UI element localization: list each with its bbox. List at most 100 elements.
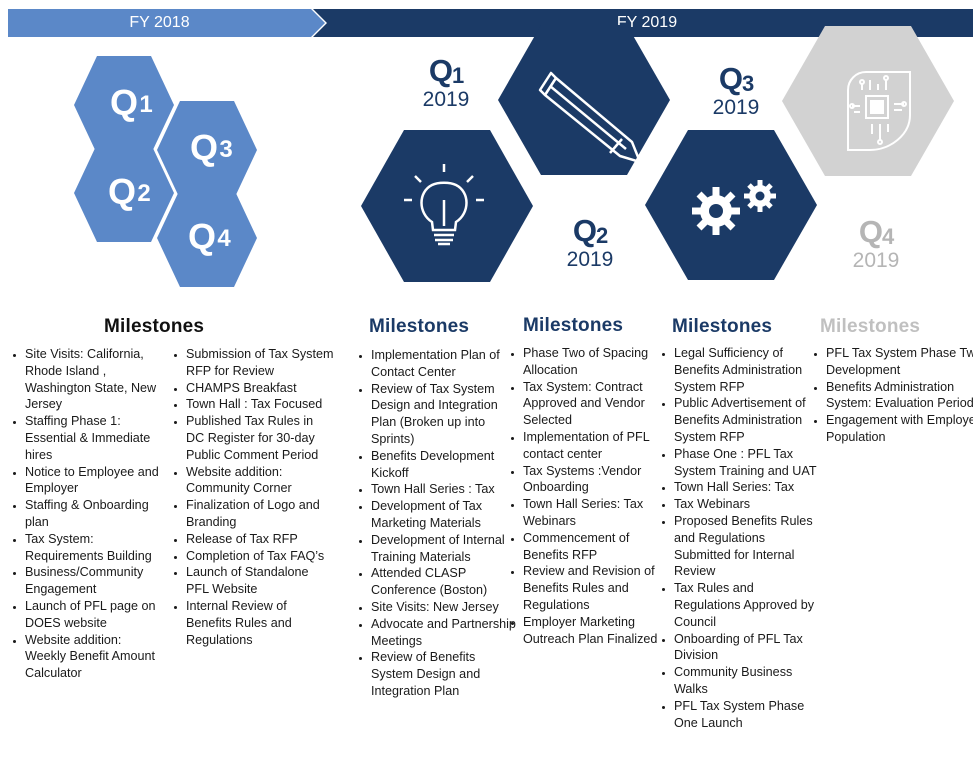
milestone-item: Phase Two of Spacing Allocation [523,345,667,379]
milestone-item: Phase One : PFL Tax System Training and … [674,446,822,480]
milestone-item: Employer Marketing Outreach Plan Finaliz… [523,614,667,648]
milestone-item: Proposed Benefits Rules and Regulations … [674,513,822,580]
hex-q2-num: 2 [137,180,150,207]
milestone-item: Implementation of PFL contact center [523,429,667,463]
milestone-item: Benefits Administration System: Evaluati… [826,379,973,413]
milestone-item: Review of Benefits System Design and Int… [371,649,517,699]
q1-num: 1 [451,63,464,88]
q4-letter: Q [858,214,883,249]
milestone-item: PFL Tax System Phase One Launch [674,698,822,732]
hex-q1-letter: Q [110,82,138,123]
milestone-item: Completion of Tax FAQ’s [186,548,334,565]
milestone-item: Finalization of Logo and Branding [186,497,334,531]
q4-2019-label: Q4 2019 [846,216,906,271]
fy2018-milestones-list-right: Submission of Tax System RFP for ReviewC… [168,346,334,648]
q2-milestones-list: Phase Two of Spacing AllocationTax Syste… [505,345,667,647]
fy2019-banner-shape [313,9,973,37]
milestone-item: Website addition: Community Corner [186,464,334,498]
milestone-item: Attended CLASP Conference (Boston) [371,565,517,599]
fy2018-hex-q1: Q 1 [74,56,174,154]
q4-num: 4 [881,224,894,249]
q1-2019-label: Q1 2019 [416,55,476,110]
milestone-item: Launch of PFL page on DOES website [25,598,165,632]
q2-2019-label: Q2 2019 [560,215,620,270]
fy2018-hex-q2: Q 2 [74,144,174,242]
fy2018-milestones-list-left: Site Visits: California, Rhode Island , … [7,346,165,682]
milestone-item: Development of Tax Marketing Materials [371,498,517,532]
fy2018-milestones-heading: Milestones [104,316,205,337]
q2-milestones-heading: Milestones [523,315,624,336]
milestone-item: Review of Tax System Design and Integrat… [371,381,517,448]
fy2018-banner-shape [8,9,325,37]
milestone-item: Tax Rules and Regulations Approved by Co… [674,580,822,630]
milestone-item: Website addition: Weekly Benefit Amount … [25,632,165,682]
milestone-item: Published Tax Rules in DC Register for 3… [186,413,334,463]
milestone-item: Release of Tax RFP [186,531,334,548]
q3-milestones-heading: Milestones [672,316,773,337]
milestone-item: Site Visits: New Jersey [371,599,517,616]
milestone-item: Staffing Phase 1: Essential & Immediate … [25,413,165,463]
milestone-item: PFL Tax System Phase Two Development [826,345,973,379]
q3-milestones-list: Legal Sufficiency of Benefits Administra… [656,345,822,731]
milestone-item: Benefits Development Kickoff [371,448,517,482]
q3-2019-label: Q3 2019 [706,63,766,118]
fy2019-hex-q1 [361,130,533,282]
milestone-item: Site Visits: California, Rhode Island , … [25,346,165,413]
q1-milestones-heading: Milestones [369,316,470,337]
milestone-item: Legal Sufficiency of Benefits Administra… [674,345,822,395]
q1-letter: Q [428,53,453,88]
milestone-item: Internal Review of Benefits Rules and Re… [186,598,334,648]
milestone-item: Tax System: Requirements Building [25,531,165,565]
milestone-item: Tax Systems :Vendor Onboarding [523,463,667,497]
q2-year: 2019 [566,248,614,271]
q4-year: 2019 [852,249,900,272]
milestone-item: Onboarding of PFL Tax Division [674,631,822,665]
quarter-hexagons: Q 1 Q 3 Q 2 Q 4 [74,25,954,287]
q2-letter: Q [572,213,597,248]
hex-q3-letter: Q [190,127,218,168]
q3-year: 2019 [712,96,760,119]
milestone-item: Commencement of Benefits RFP [523,530,667,564]
pencil-icon [538,71,642,164]
milestone-item: Town Hall : Tax Focused [186,396,334,413]
milestone-item: Engagement with Employee Population [826,412,973,446]
hex-q4-num: 4 [217,225,231,252]
lightbulb-icon [404,164,484,246]
fy2019-hex-q3 [645,130,817,280]
milestone-item: Town Hall Series: Tax Webinars [523,496,667,530]
milestone-item: Town Hall Series: Tax [674,479,822,496]
milestone-item: Submission of Tax System RFP for Review [186,346,334,380]
hex-q2-letter: Q [108,171,136,212]
milestone-item: Implementation Plan of Contact Center [371,347,517,381]
milestone-item: CHAMPS Breakfast [186,380,334,397]
milestone-item: Launch of Standalone PFL Website [186,564,334,598]
milestone-item: Development of Internal Training Materia… [371,532,517,566]
hex-q4-letter: Q [188,216,216,257]
milestone-item: Public Advertisement of Benefits Adminis… [674,395,822,445]
milestone-item: Review and Revision of Benefits Rules an… [523,563,667,613]
fy2019-hex-q2 [498,25,670,175]
fy2019-label: FY 2019 [616,14,678,31]
q1-year: 2019 [422,88,470,111]
milestone-item: Staffing & Onboarding plan [25,497,165,531]
milestone-item: Tax Webinars [674,496,822,513]
timeline-banner [8,9,973,37]
milestone-item: Notice to Employee and Employer [25,464,165,498]
milestone-item: Town Hall Series : Tax [371,481,517,498]
circuit-icon [847,71,911,151]
gears-icon [692,180,776,235]
hex-q1-num: 1 [139,91,152,118]
q4-milestones-heading: Milestones [820,316,921,337]
fy2018-hex-q3: Q 3 [157,101,257,199]
fy2018-hex-q4: Q 4 [157,189,257,287]
q2-num: 2 [595,223,608,248]
hex-q3-num: 3 [219,136,232,163]
milestone-item: Community Business Walks [674,664,822,698]
fy2019-hex-q4 [782,26,954,176]
milestone-item: Tax System: Contract Approved and Vendor… [523,379,667,429]
milestone-item: Advocate and Partnership Meetings [371,616,517,650]
q1-milestones-list: Implementation Plan of Contact CenterRev… [353,347,517,700]
q3-letter: Q [718,61,743,96]
q4-milestones-list: PFL Tax System Phase Two DevelopmentBene… [808,345,973,446]
fy2018-label: FY 2018 [129,14,190,31]
